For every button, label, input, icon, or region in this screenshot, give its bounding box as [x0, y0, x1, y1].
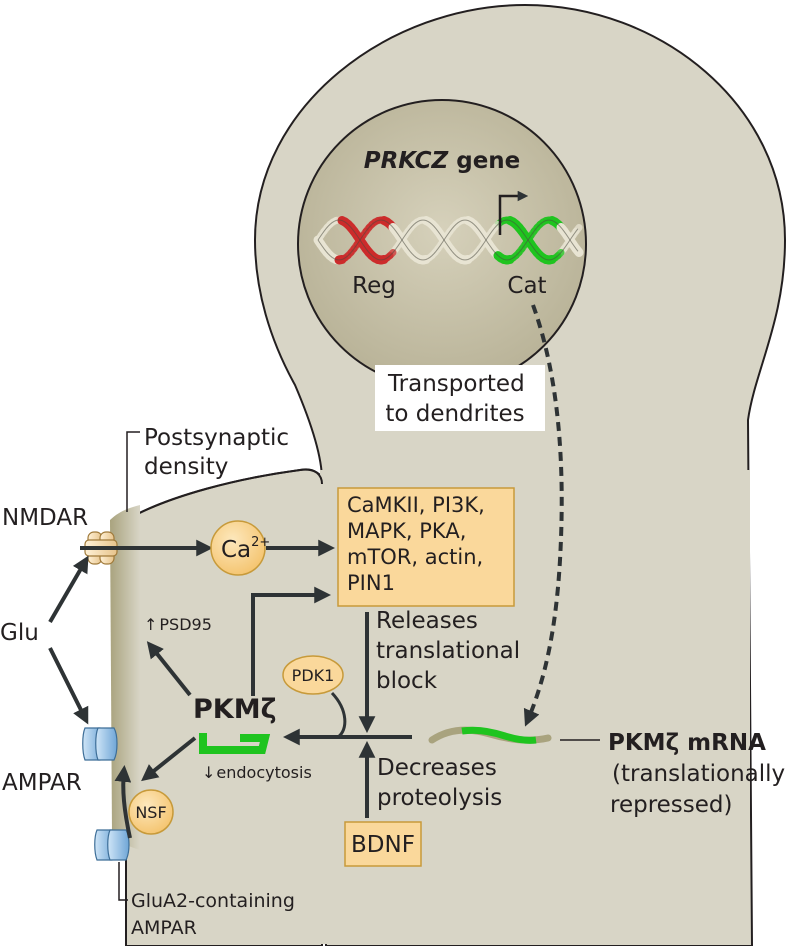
pdk1-label: PDK1	[292, 666, 335, 685]
glua2-leader-line	[118, 862, 128, 901]
pkmzeta-to-psd95-arrow	[146, 641, 192, 697]
transcription-start-arrow	[498, 190, 529, 235]
dna-strand-outline	[317, 219, 579, 261]
spine-body-fill	[128, 471, 325, 944]
psd-leader-line	[126, 431, 140, 512]
glu-label: Glu	[0, 620, 39, 646]
nmdar-label: NMDAR	[2, 505, 88, 531]
nsf-label: NSF	[135, 803, 166, 822]
glua2-trafficking-arrow	[114, 764, 132, 839]
ampar-receptor	[82, 727, 118, 761]
bdnf-label: BDNF	[351, 832, 415, 858]
glu-to-nmdar-arrow	[48, 555, 89, 624]
transport-label-bg	[375, 365, 545, 431]
pkmzeta-label: PKMζ	[193, 694, 277, 725]
nsf-bubble	[128, 789, 174, 835]
gene-title: PRKCZ gene	[364, 148, 521, 174]
ampar-label: AMPAR	[2, 770, 82, 796]
kinase-list: CaMKII, PI3K, MAPK, PKA, mTOR, actin, PI…	[347, 493, 492, 595]
postsynaptic-density-band	[110, 505, 140, 850]
kinase-box	[337, 487, 515, 607]
cat-label: Cat	[507, 273, 546, 299]
endocytosis-label: ↓endocytosis	[202, 763, 312, 782]
psd95-label: ↑PSD95	[144, 615, 212, 634]
postsynaptic-density-label: Postsynaptic density	[144, 425, 296, 480]
mrna-label: PKMζ mRNA (translationally repressed)	[608, 730, 788, 818]
transport-label: Transported to dendrites	[385, 371, 532, 427]
glua2-ampar-receptor	[94, 829, 130, 861]
pkmzeta-protein	[199, 733, 271, 754]
calcium-label: Ca2+	[221, 535, 270, 563]
glua2-label: GluA2-containing AMPAR	[131, 890, 301, 939]
calcium-ion	[210, 520, 266, 576]
transport-dashed-arrow	[523, 304, 564, 727]
pkmzeta-to-endocytosis-arrow	[141, 736, 197, 782]
mrna-coding-region	[461, 726, 537, 744]
dna-helix	[313, 216, 584, 265]
glu-to-ampar-arrow	[48, 647, 89, 725]
bdnf-box	[344, 821, 422, 867]
pdk1-arrow	[330, 691, 347, 739]
reg-label: Reg	[352, 273, 396, 299]
dna-strand-outline	[317, 219, 579, 261]
decreases-label: Decreases proteolysis	[377, 755, 504, 811]
pdk1-bubble	[282, 655, 344, 695]
pkmzeta-to-kinases-arrow	[251, 586, 332, 696]
spine-left-edge	[125, 468, 323, 946]
releases-label: Releases translational block	[376, 608, 527, 694]
